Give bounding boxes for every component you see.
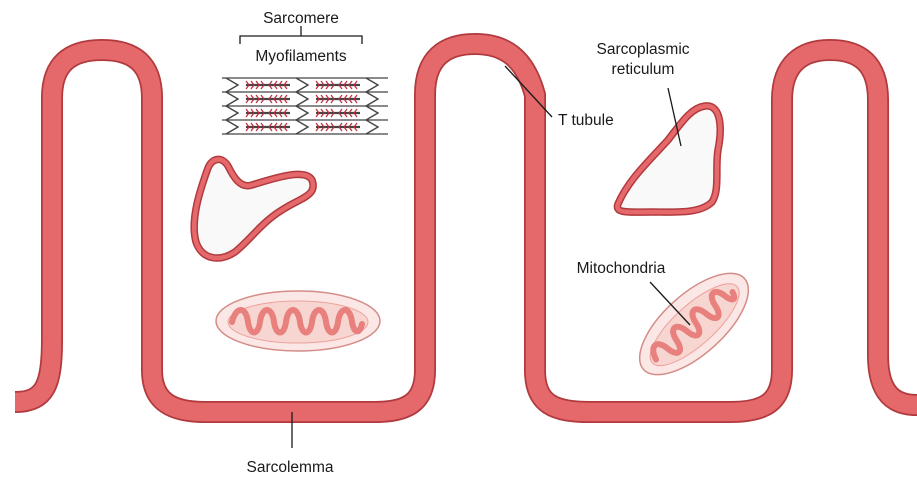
myofilaments-group	[222, 78, 388, 134]
mitochondria-label: Mitochondria	[577, 260, 666, 277]
sarcomere-bracket	[240, 26, 362, 44]
sarcoplasmic-reticulum-right	[617, 106, 720, 212]
mitochondrion-left	[216, 291, 380, 351]
myofilaments-label: Myofilaments	[255, 48, 347, 65]
sarcolemma-label: Sarcolemma	[247, 459, 334, 476]
sarcoplasmic-reticulum-label-line2: reticulum	[612, 61, 675, 78]
sarcolemma-membrane	[15, 44, 917, 412]
t-tubule-label: T tubule	[558, 112, 614, 129]
sarcoplasmic-reticulum-left	[194, 159, 313, 258]
sarcoplasmic-reticulum-label-line1: Sarcoplasmic	[596, 41, 689, 58]
sarcolemma-path-fill	[15, 44, 917, 412]
sarcomere-label: Sarcomere	[263, 10, 339, 27]
